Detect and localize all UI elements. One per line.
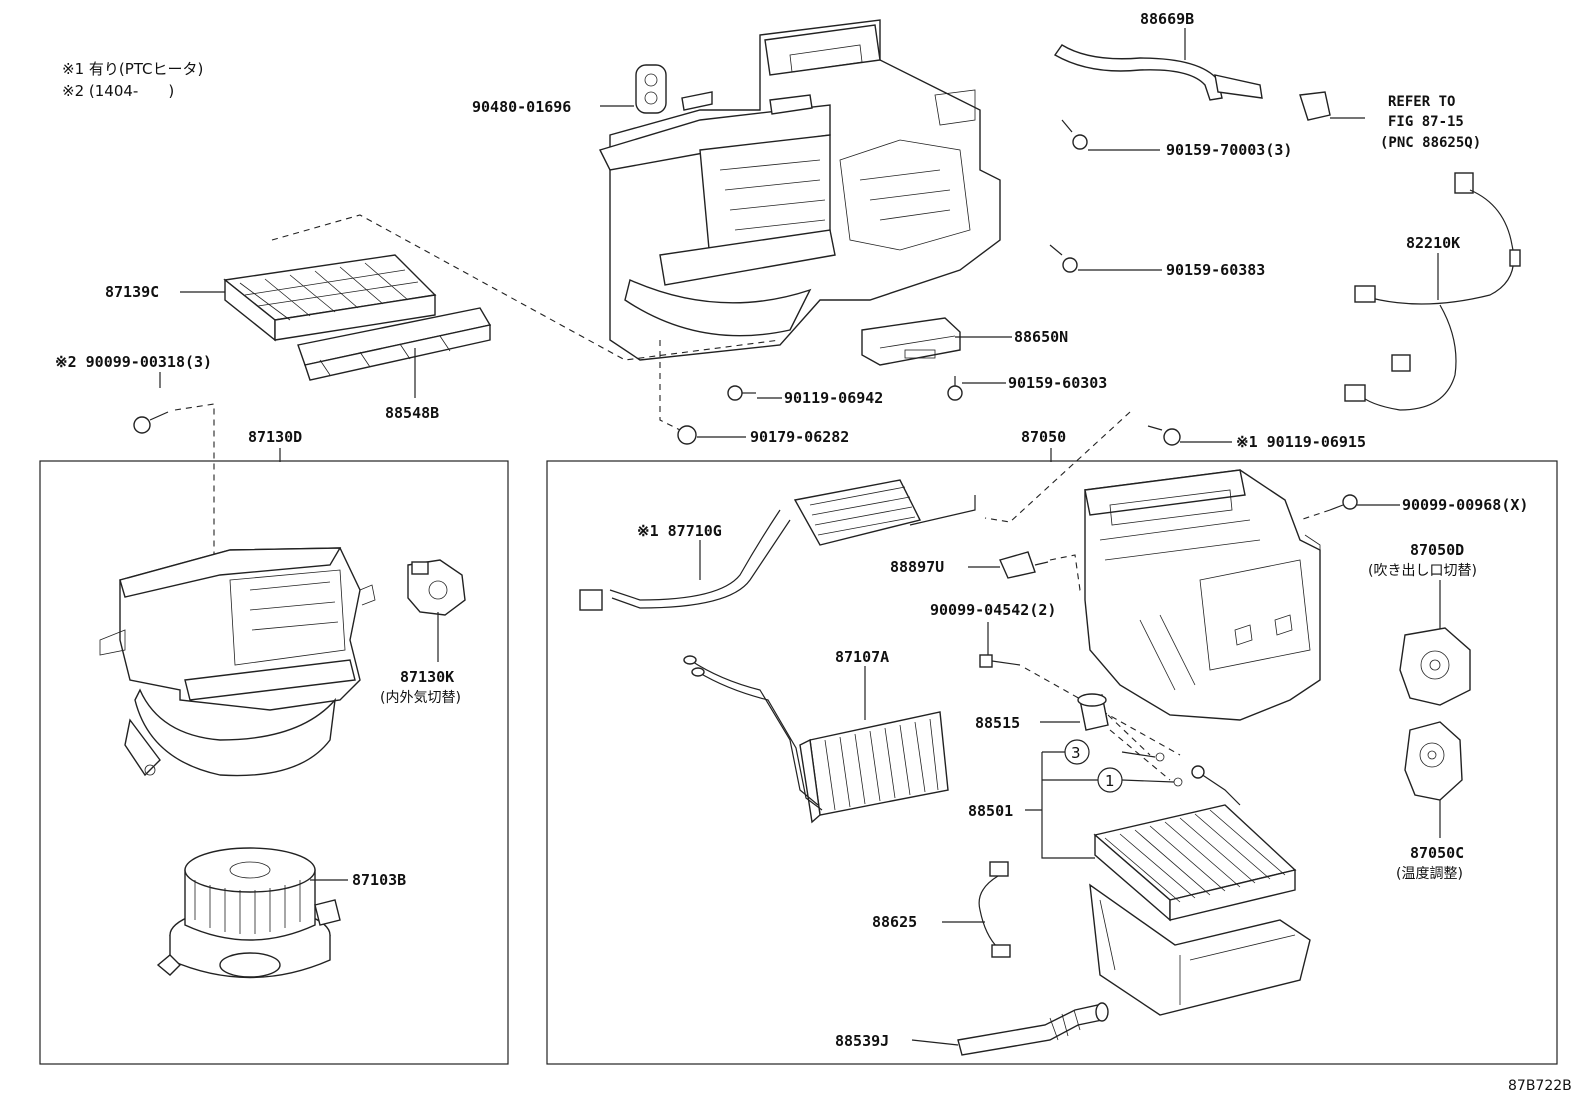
grommet-part [635, 64, 667, 114]
label-88548B: 88548B [385, 404, 439, 422]
blower-motor-part [156, 847, 341, 979]
label-88501: 88501 [968, 802, 1013, 820]
hvac-unit-assembly [599, 19, 1001, 361]
label-90119-06915: ※1 90119-06915 [1236, 433, 1366, 451]
label-87130K: 87130K [400, 668, 454, 686]
nut-part [677, 425, 697, 445]
label-90179-06282: 90179-06282 [750, 428, 849, 446]
label-88515: 88515 [975, 714, 1020, 732]
label-refer-fig: FIG 87-15 [1388, 114, 1464, 130]
label-90099-00318: ※2 90099-00318(3) [55, 353, 212, 371]
screw-part [133, 411, 169, 434]
drain-hose-part [1053, 44, 1331, 121]
screw-part [947, 376, 963, 401]
lower-case-part [1089, 883, 1311, 1016]
label-87130D: 87130D [248, 428, 302, 446]
label-90099-00968: 90099-00968(X) [1402, 496, 1528, 514]
blower-case-part [99, 547, 376, 777]
label-87050D-sub: (吹き出し口切替) [1368, 563, 1477, 579]
screw-part [1329, 494, 1358, 511]
label-87139C: 87139C [105, 283, 159, 301]
thermistor-part [999, 551, 1049, 579]
label-90480-01696: 90480-01696 [472, 98, 571, 116]
label-refer-pnc: (PNC 88625Q) [1380, 135, 1481, 151]
label-90159-60383: 90159-60383 [1166, 261, 1265, 279]
amplifier-part [861, 317, 961, 366]
heater-group-box [546, 460, 1558, 1065]
heater-core-part [683, 655, 949, 824]
blower-group-box [39, 460, 509, 1065]
screw-part [727, 385, 756, 401]
callout-1: 1 [1097, 767, 1123, 793]
drain-hose-part [957, 1002, 1109, 1056]
diagram-code: 87B722B [1508, 1078, 1572, 1094]
label-87130K-sub: (内外気切替) [380, 690, 461, 706]
ptc-heater-part [579, 479, 976, 611]
label-87050D: 87050D [1410, 541, 1464, 559]
label-87050: 87050 [1021, 428, 1066, 446]
svg-text:1: 1 [1105, 772, 1115, 790]
label-87050C-sub: (温度調整) [1396, 866, 1463, 882]
callout-3: 3 [1064, 739, 1090, 765]
label-88650N: 88650N [1014, 328, 1068, 346]
filter-cover-part [297, 307, 492, 381]
label-refer-to: REFER TO [1388, 94, 1455, 110]
heater-case-part [1084, 469, 1321, 721]
servo-motor-part [1404, 721, 1463, 801]
note-date-range: ※2 (1404- ) [62, 82, 174, 100]
bolt-part [1049, 244, 1078, 273]
screw-part [979, 654, 1021, 668]
label-87710G: ※1 87710G [637, 522, 722, 540]
screw-part [1147, 425, 1181, 446]
label-88625: 88625 [872, 913, 917, 931]
label-82210K: 82210K [1406, 234, 1460, 252]
label-88539J: 88539J [835, 1032, 889, 1050]
wire-harness-part [1344, 172, 1521, 411]
evaporator-part [1093, 765, 1297, 922]
label-87103B: 87103B [352, 871, 406, 889]
note-ptc-heater: ※1 有り(PTCヒータ) [62, 60, 203, 78]
air-filter-part [223, 254, 437, 342]
label-87107A: 87107A [835, 648, 889, 666]
label-88897U: 88897U [890, 558, 944, 576]
label-90099-04542: 90099-04542(2) [930, 601, 1056, 619]
servo-motor-part [1399, 627, 1471, 706]
expansion-valve-part [1077, 693, 1109, 731]
label-90119-06942: 90119-06942 [784, 389, 883, 407]
label-90159-60303: 90159-60303 [1008, 374, 1107, 392]
label-87050C: 87050C [1410, 844, 1464, 862]
servo-motor-part [407, 559, 466, 616]
label-88669B: 88669B [1140, 10, 1194, 28]
bolt-part [1061, 119, 1088, 150]
svg-text:3: 3 [1071, 744, 1081, 762]
sensor-part [978, 861, 1011, 958]
label-90159-70003: 90159-70003(3) [1166, 141, 1292, 159]
